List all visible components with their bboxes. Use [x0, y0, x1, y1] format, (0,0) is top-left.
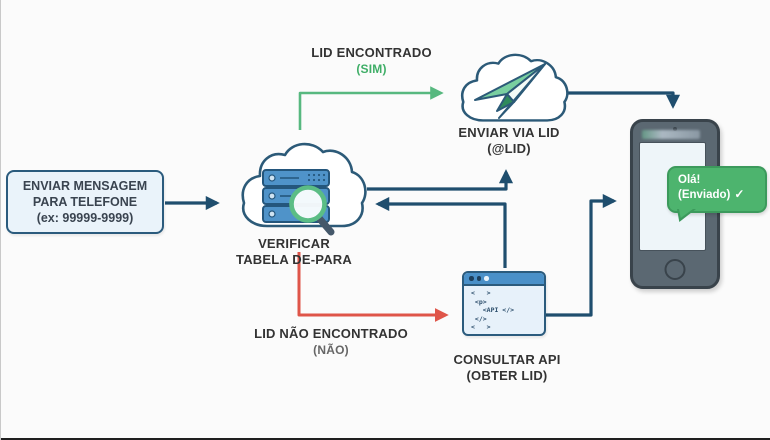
- send-message-line1: ENVIAR MENSAGEM: [22, 179, 148, 193]
- check-icon: ✓: [734, 187, 745, 201]
- verify-label-line2: TABELA DE-PARA: [236, 252, 352, 267]
- lid-not-found-nao: (NÃO): [313, 343, 349, 357]
- send-lid-label-line2: (@LID): [487, 141, 531, 156]
- magnifier-icon: [289, 185, 335, 236]
- send-message-box: ENVIAR MENSAGEM PARA TELEFONE (ex: 99999…: [6, 170, 164, 234]
- browser-titlebar: [464, 273, 544, 286]
- paper-plane-icon: [474, 63, 546, 119]
- lid-not-found-label: LID NÃO ENCONTRADO (NÃO): [251, 326, 411, 358]
- arrow-verify-to-sendlid: [367, 169, 514, 191]
- send-lid-cloud-icon: [461, 53, 569, 122]
- lid-found-sim: (SIM): [356, 62, 387, 76]
- phone-watermark: [642, 130, 700, 139]
- bubble-line1: Olá!: [678, 174, 701, 186]
- lid-found-text: LID ENCONTRADO: [311, 45, 432, 60]
- arrow-found-green: [298, 86, 444, 130]
- send-lid-label-line1: ENVIAR VIA LID: [458, 125, 560, 140]
- titlebar-dot-icon: [476, 276, 481, 281]
- verify-label: VERIFICAR TABELA DE-PARA: [219, 236, 369, 268]
- video-bottom-edge: [1, 438, 770, 440]
- phone-camera-icon: [673, 127, 677, 131]
- verify-label-line1: VERIFICAR: [258, 236, 330, 251]
- phone-home-button-icon: [664, 259, 686, 280]
- api-browser-icon: < > <p> <API </> </> < >: [462, 271, 546, 336]
- api-code-block: < > <p> <API </> </> < >: [471, 289, 515, 331]
- send-message-line3: (ex: 99999-9999): [36, 211, 134, 225]
- send-lid-label: ENVIAR VIA LID (@LID): [439, 125, 579, 157]
- arrow-api-to-phone: [545, 193, 617, 317]
- api-label: CONSULTAR API (OBTER LID): [437, 352, 577, 384]
- bubble-tail: [679, 209, 693, 218]
- arrow-api-to-verify: [375, 196, 507, 268]
- bubble-line2: (Enviado)✓: [678, 187, 745, 201]
- arrow-sendlid-to-phone: [567, 91, 681, 109]
- arrow-notfound-red: [297, 252, 449, 322]
- titlebar-dot-icon: [484, 276, 489, 281]
- api-label-line1: CONSULTAR API: [453, 352, 561, 367]
- titlebar-dot-icon: [469, 276, 474, 281]
- chat-bubble: Olá! (Enviado)✓: [667, 166, 767, 222]
- lid-found-label: LID ENCONTRADO (SIM): [299, 45, 444, 77]
- server-dots: [307, 173, 326, 182]
- lid-not-found-text: LID NÃO ENCONTRADO: [254, 326, 408, 341]
- api-label-line2: (OBTER LID): [466, 368, 548, 383]
- send-message-line2: PARA TELEFONE: [32, 195, 138, 209]
- verify-cloud-icon: [241, 142, 367, 236]
